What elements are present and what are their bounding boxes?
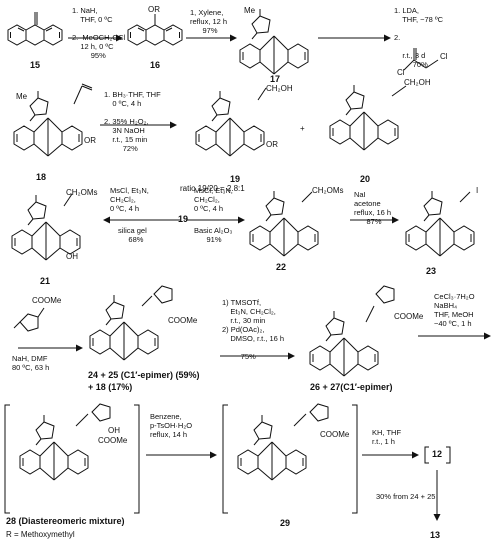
i-23: I [476,186,479,195]
label-28: 28 (Diastereomeric mixture) [6,516,125,526]
compound-23-structure [405,190,475,257]
compound-26-27-structure [309,285,395,377]
coome-26: COOMe [394,312,424,321]
reagents-19-22: MsCl, Et₃N, CH₂Cl₂, 0 ºC, 4 h [194,186,233,213]
bracket-28 [4,404,140,514]
label-23: 23 [426,266,437,276]
or-16: OR [148,5,160,14]
or-18: OR [84,136,96,145]
me-18: Me [16,92,28,101]
reagents-24-26: 1) TMSOTf, Et₃N, CH₂Cl₂, r.t., 30 min 2)… [222,298,285,361]
label-22: 22 [276,262,287,272]
compound-15-structure [7,12,63,46]
compound-29-structure [237,403,329,481]
me-17: Me [244,6,256,15]
cl-label-1: Cl [397,68,405,77]
oh-21: OH [66,252,78,261]
ch2oh-19: CH₂OH [266,84,293,93]
compound-18-structure [13,83,93,157]
label-13: 13 [430,530,441,540]
yield-12-13: 30% from 24 + 25 [376,492,436,501]
label-18: 18 [36,172,47,182]
bracket-29 [222,404,358,514]
or-19: OR [266,140,278,149]
reagents-19-21-b: silica gel 68% [118,226,147,244]
label-15: 15 [30,60,41,70]
reagents-18-19: 1. BH₃·THF, THF 0 ºC, 4 h 2. 35% H₂O₂, 3… [104,90,161,153]
compound-21-structure [11,193,81,261]
r-definition: R = Methoxymethyl [6,530,75,539]
label-26-27: 26 + 27(C1′-epimer) [310,382,393,392]
label-12: 12 [432,449,443,459]
cl-label-2: Cl [440,52,448,61]
ketoester-structure [13,307,45,332]
compound-22-structure [249,190,319,257]
compound-19-structure [195,87,267,157]
allyl-chloride-structure [403,48,439,71]
compound-20-structure [329,84,407,151]
reagents-29-12: KH, THF r.t., 1 h [372,428,402,446]
ratio-text: ratio 19/20 = 2.8:1 [180,184,245,193]
oh-28: OH [108,426,120,435]
reagents-17-18: 1. LDA, THF, −78 ºC 2. r.t., 3 d 70% [394,6,444,69]
ch2oh-20: CH₂OH [404,78,431,87]
reagents-26-28: CeCl₃·7H₂O NaBH₄ THF, MeOH −40 ºC, 1 h [434,292,475,328]
coome-29: COOMe [320,430,350,439]
compound-24-25-structure [89,285,173,361]
reagents-19-21: MsCl, Et₃N, CH₂Cl₂, 0 ºC, 4 h [110,186,149,213]
reagents-ketoester: NaH, DMF 80 ºC, 63 h [12,354,50,372]
reagents-28-29: Benzene, p-TsOH·H₂O reflux, 14 h [150,412,193,439]
reagents-19-22-b: Basic Al₂O₃ 91% [194,226,233,244]
label-16: 16 [150,60,161,70]
label-17: 17 [270,74,281,84]
reagents-22-23: NaI acetone reflux, 16 h 87% [354,190,392,226]
bracket-12 [424,446,451,464]
label-29: 29 [280,518,291,528]
reagents-16-17: 1, Xylene, reflux, 12 h 97% [190,8,228,35]
coome-24: COOMe [168,316,198,325]
reagents-15-16: 1. NaH, THF, 0 ºC 2. MeOCH₂OCl 12 h, 0 º… [72,6,126,60]
label-21: 21 [40,276,51,286]
coome-ketoester: COOMe [32,296,62,305]
coome-28: COOMe [98,436,128,445]
plus-sign: + [300,124,305,133]
ch2oms-22: CH₂OMs [312,186,344,195]
label-19-center: 19 [178,214,189,224]
label-24-25: 24 + 25 (C1′-epimer) (59%) [88,370,200,380]
ch2oms-21: CH₂OMs [66,188,98,197]
compound-17-structure [239,8,309,75]
label-19: 19 [230,174,241,184]
compound-16-structure [127,14,183,46]
label-18-side: + 18 (17%) [88,382,133,392]
compound-28-structure [19,403,111,481]
label-20: 20 [360,174,371,184]
